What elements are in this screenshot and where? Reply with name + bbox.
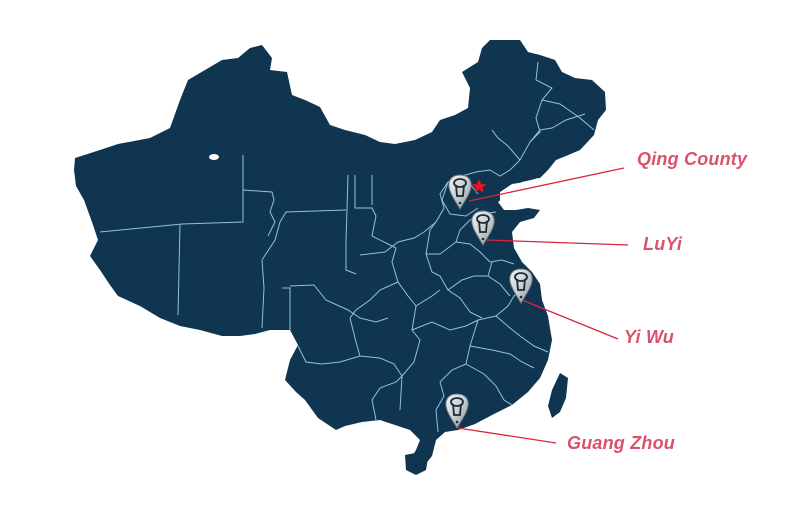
callout-line-guangzhou xyxy=(457,427,557,444)
callout-lines xyxy=(457,167,629,444)
capital-star-icon xyxy=(471,179,487,193)
landmass xyxy=(74,40,606,475)
label-qing-county: Qing County xyxy=(637,149,748,169)
province-borders xyxy=(99,61,595,433)
callout-line-yiwu xyxy=(521,299,619,340)
label-luyi: LuYi xyxy=(643,234,683,254)
label-guangzhou: Guang Zhou xyxy=(567,433,675,453)
label-yiwu: Yi Wu xyxy=(624,327,674,347)
callout-line-qing-county xyxy=(468,167,625,202)
callout-line-luyi xyxy=(486,239,629,246)
